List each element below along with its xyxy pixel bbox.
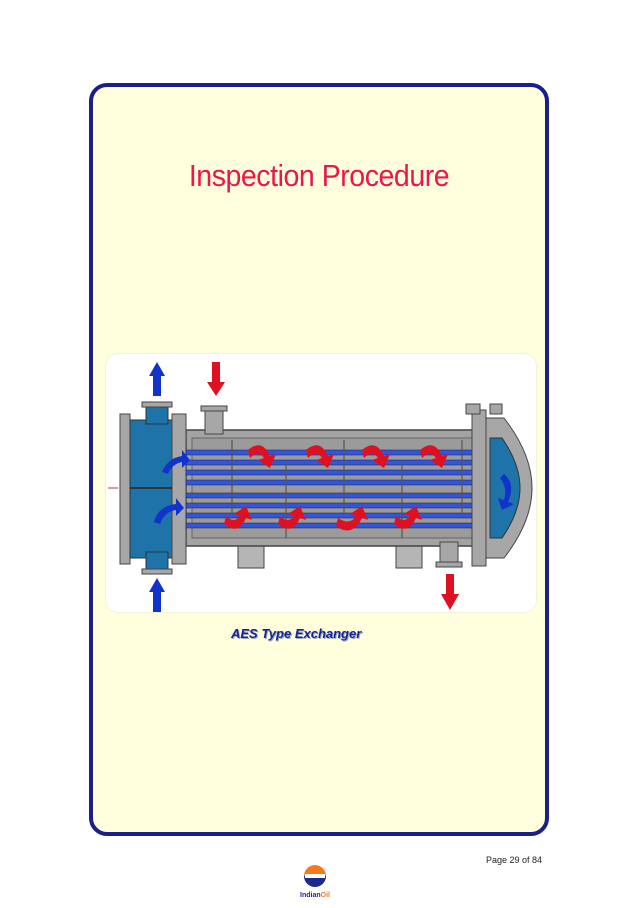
shell-flow-arrow-7	[336, 506, 368, 531]
channel-return-arrow	[162, 450, 190, 474]
shell-flow-arrow-1	[248, 445, 276, 468]
channel-cover	[119, 413, 131, 565]
exchanger-drawing	[108, 362, 534, 612]
tube-outlet-arrow	[149, 362, 165, 396]
tube	[185, 459, 507, 466]
shell-outlet-flange	[435, 561, 463, 568]
channel-entry-arrow	[154, 498, 184, 524]
logo-band	[305, 874, 325, 878]
page-title: Inspection Procedure	[188, 158, 450, 193]
indianoil-logo-icon: IndianOil	[300, 865, 330, 899]
shell-flow-arrow-8	[394, 506, 422, 529]
tube	[185, 512, 507, 519]
logo-lower-half	[304, 876, 326, 887]
tube	[185, 502, 507, 509]
shell-outlet-arrow	[441, 574, 459, 610]
channel-flange	[171, 413, 187, 565]
page-number: Page 29 of 84	[486, 855, 543, 865]
floating-head-arrow	[498, 474, 514, 510]
shell-outlet-nozzle	[439, 541, 459, 565]
tube-side-flow	[149, 362, 514, 612]
logo-text-indian: Indian	[300, 892, 321, 899]
tube	[185, 469, 507, 476]
logo-text-oil: Oil	[321, 892, 330, 899]
outlet-nozzle-flange	[141, 401, 173, 408]
shell-inlet-arrow	[207, 362, 225, 396]
rear-bolt-top	[465, 403, 481, 415]
shell-flow-arrow-3	[362, 445, 390, 468]
shell-flow-arrow-2	[306, 445, 334, 468]
tube	[185, 492, 507, 499]
rear-flange	[471, 409, 487, 567]
svg-text:IndianOil: IndianOil	[300, 892, 330, 899]
shell-inlet-flange	[200, 405, 228, 412]
tube	[185, 479, 507, 486]
indianoil-logo: IndianOil	[295, 863, 335, 903]
shell-flow-arrow-4	[420, 445, 448, 468]
shell-flow-arrow-6	[278, 506, 306, 529]
shell-side-flow	[207, 362, 459, 610]
diagram-caption: AES Type Exchanger	[231, 626, 362, 641]
rear-bolt-top-2	[489, 403, 503, 415]
tube-inlet-arrow	[149, 578, 165, 612]
exchanger-diagram	[106, 354, 536, 612]
tube	[185, 449, 507, 456]
inlet-nozzle-flange	[141, 568, 173, 575]
saddle-support-right	[395, 545, 423, 569]
shell-flow-arrow-5	[224, 506, 252, 529]
shell-inlet-nozzle	[204, 409, 224, 435]
saddle-support-left	[237, 545, 265, 569]
